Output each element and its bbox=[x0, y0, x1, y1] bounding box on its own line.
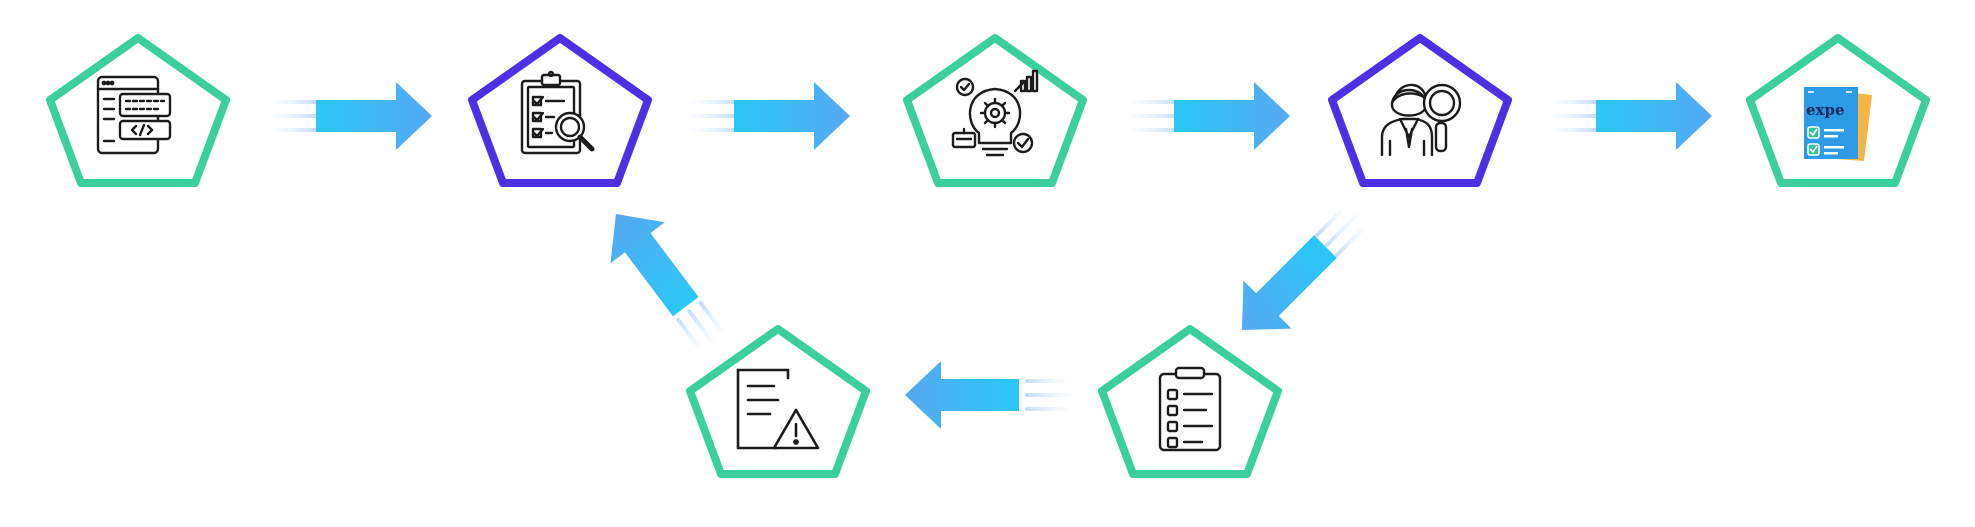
node-code-review bbox=[46, 34, 230, 187]
node-report: expe bbox=[1746, 34, 1930, 187]
node-strategy bbox=[903, 34, 1087, 187]
arrow-trail bbox=[270, 100, 320, 132]
arrow-7 bbox=[610, 214, 725, 351]
node-issue-log bbox=[686, 325, 870, 478]
pentagon-border bbox=[686, 325, 870, 478]
arrow-3 bbox=[1128, 82, 1290, 150]
person-magnifier-icon bbox=[1380, 83, 1462, 157]
document-warning-icon bbox=[736, 368, 820, 450]
code-window-icon bbox=[96, 75, 172, 155]
clipboard-search-icon bbox=[520, 70, 595, 155]
arrow-2 bbox=[688, 82, 850, 150]
pentagon-border bbox=[468, 34, 652, 187]
clipboard-list-icon bbox=[1158, 366, 1222, 452]
arrow-1 bbox=[270, 82, 432, 150]
arrow-trail bbox=[1128, 100, 1178, 132]
node-expert-review bbox=[1328, 34, 1512, 187]
arrow-right-shape bbox=[1174, 82, 1290, 150]
arrow-4 bbox=[1550, 82, 1712, 150]
arrow-5 bbox=[1242, 206, 1366, 330]
report-document-icon: expe bbox=[1804, 87, 1872, 161]
node-checklist-inspection bbox=[468, 34, 652, 187]
arrow-right-shape bbox=[316, 82, 432, 150]
arrow-left-shape bbox=[905, 361, 1019, 429]
arrow-right-shape bbox=[734, 82, 850, 150]
report-title-text: expe bbox=[1806, 101, 1845, 119]
arrow-trail bbox=[688, 100, 738, 132]
arrow-down-left-shape bbox=[1242, 235, 1337, 330]
arrow-6 bbox=[905, 361, 1071, 429]
arrow-trail bbox=[1025, 379, 1071, 411]
arrow-trail bbox=[676, 301, 725, 351]
arrow-trail bbox=[1314, 206, 1366, 258]
pentagon-border bbox=[1098, 325, 1282, 478]
arrow-up-left-shape bbox=[610, 214, 699, 317]
node-task-list bbox=[1098, 325, 1282, 478]
bulb-gear-icon bbox=[951, 69, 1039, 157]
arrow-right-shape bbox=[1596, 82, 1712, 150]
arrow-trail bbox=[1550, 100, 1600, 132]
